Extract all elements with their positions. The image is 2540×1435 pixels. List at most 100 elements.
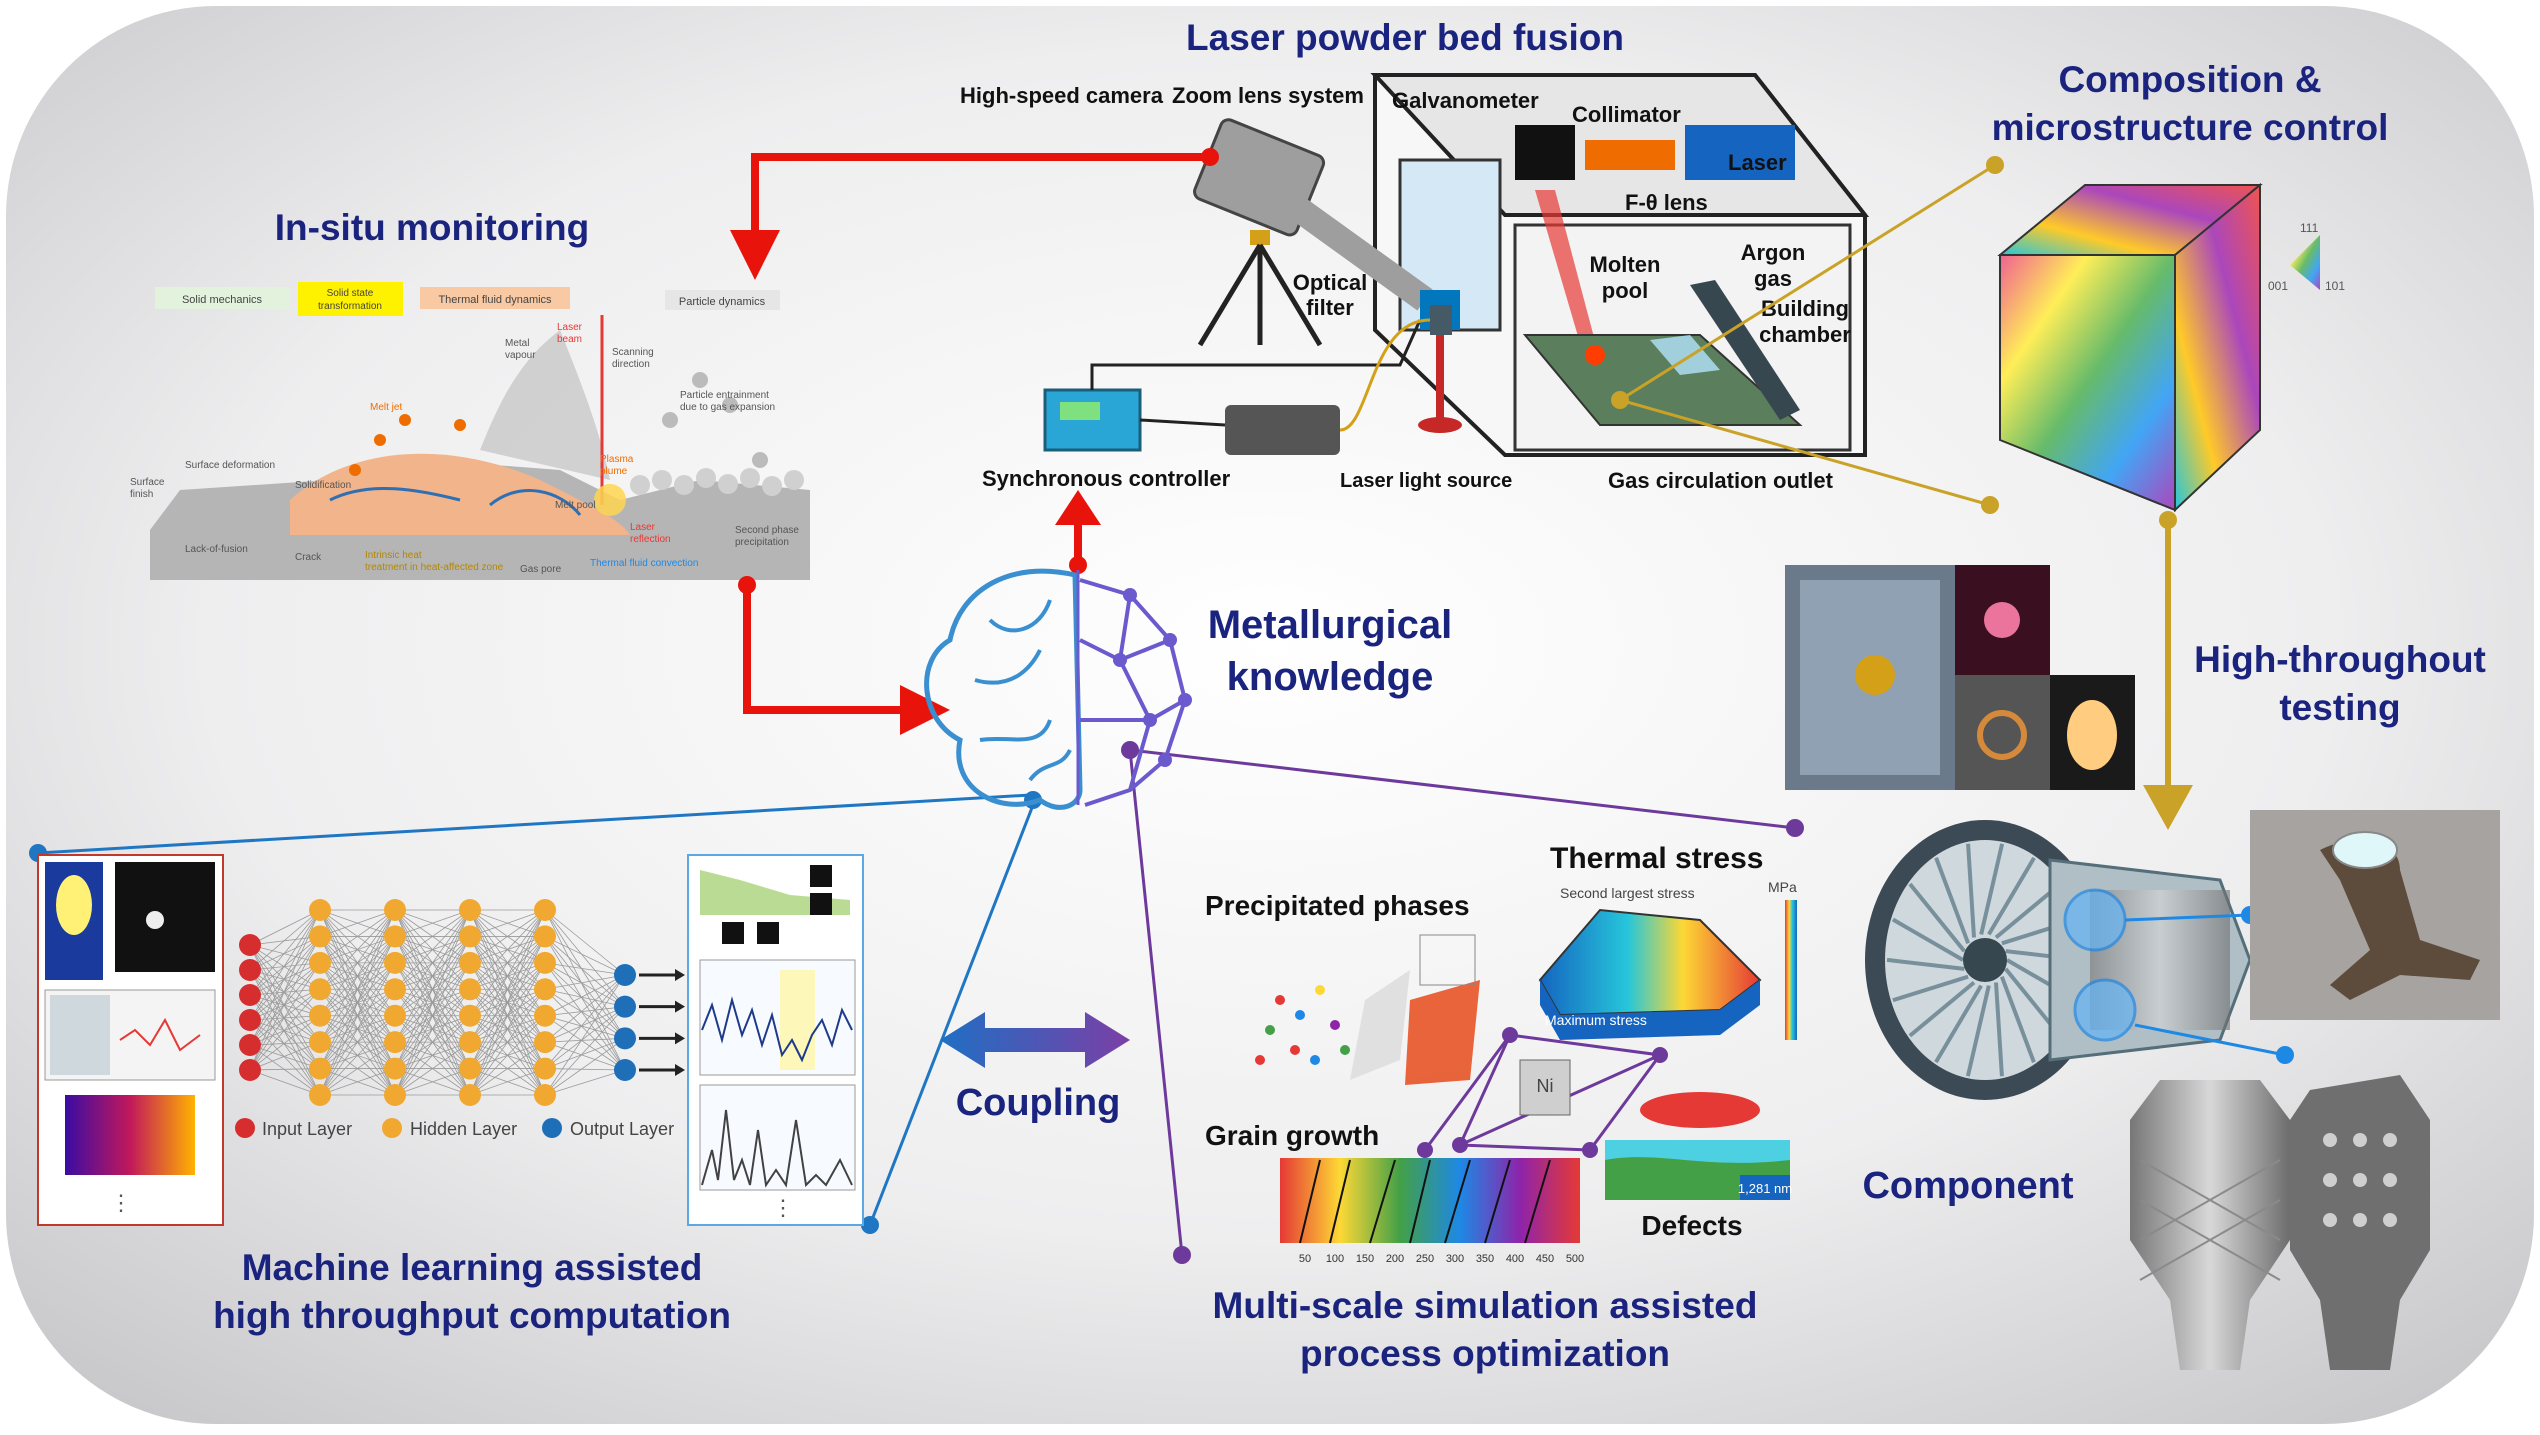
grain-axis-tick-label: 250	[1416, 1253, 1434, 1265]
legend-hidden-label: Hidden Layer	[410, 1119, 517, 1139]
nn-edge	[469, 909, 546, 1096]
laser-unit	[1685, 125, 1795, 180]
nn-node	[459, 1084, 481, 1106]
printed-part-lattice	[2130, 1080, 2290, 1370]
light-source-base	[1418, 417, 1462, 433]
galvanometer-unit	[1515, 125, 1575, 180]
nn-edge	[319, 962, 396, 1096]
engine-blade	[1891, 917, 1965, 962]
tag-solid-state-bg	[298, 282, 403, 316]
nn-edge	[544, 1038, 626, 1096]
purple-dot-sim	[1173, 1246, 1191, 1264]
lbl-reflection-1: Laser	[630, 522, 656, 533]
ml-thumb-thermal-spot	[56, 875, 92, 935]
red-arrowhead-insitu	[730, 230, 780, 280]
grain-axis-tick-label: 50	[1299, 1253, 1311, 1265]
nn-edge	[249, 909, 321, 996]
sim-title-2: process optimization	[1300, 1333, 1670, 1374]
label-laser-light-source: Laser light source	[1340, 470, 1512, 492]
nn-edge	[249, 909, 321, 946]
component-panel: Component	[1862, 810, 2500, 1370]
nn-edge	[319, 989, 396, 1096]
defect-scale-label: 1,281 nm	[1738, 1181, 1792, 1196]
ml-output-spectrum	[701, 1109, 853, 1188]
nn-edge	[544, 1068, 626, 1071]
engine-blade	[1965, 985, 1991, 1077]
gold-arrowhead-component	[2143, 785, 2193, 830]
nn-edge	[544, 936, 626, 976]
gold-line-upper	[1619, 163, 1996, 402]
photo-furnace-glow	[2067, 700, 2117, 770]
nn-edge	[249, 969, 321, 1096]
nn-edge	[544, 988, 626, 1008]
metallurgical-title-1: Metallurgical	[1208, 603, 1453, 647]
nn-edge	[544, 1015, 626, 1071]
optical-filter-body	[1430, 305, 1452, 335]
nn-edge	[394, 909, 471, 990]
nn-edge	[469, 909, 546, 1016]
tag-solid-state-2: transformation	[318, 301, 382, 312]
lbl-entrainment-2: due to gas expansion	[680, 402, 775, 413]
nn-edge	[544, 989, 626, 1071]
nn-edge	[544, 1037, 626, 1043]
nn-output-arrowhead	[675, 1000, 685, 1013]
brain-folds	[974, 599, 1072, 782]
cable-1	[1139, 418, 1226, 427]
purple-line-to-right	[1129, 748, 1796, 830]
lbl-surface-finish-1: Surface	[130, 477, 165, 488]
purple-dot-brain	[1121, 741, 1139, 759]
lbl-reflection-2: reflection	[630, 534, 671, 545]
controller-display	[1060, 402, 1100, 420]
nn-edge	[469, 1068, 546, 1096]
collimator-tube	[1585, 140, 1675, 170]
printed-part-cutaway-holes	[2323, 1133, 2397, 1227]
nn-node	[534, 1057, 556, 1080]
nn-edge	[249, 962, 321, 971]
ml-output-timeseries-frame	[699, 959, 856, 1076]
nn-edge	[249, 969, 321, 1043]
grain-axis-tick-label: 450	[1536, 1253, 1554, 1265]
precipitate-field	[1405, 980, 1480, 1085]
engine-spinner	[1963, 938, 2007, 982]
gold-dot-upper	[1986, 156, 2004, 174]
nn-node	[459, 925, 481, 948]
powder-particles	[630, 372, 804, 496]
brain-illustration: Metallurgical knowledge	[924, 568, 1453, 810]
convection-swirl-2	[489, 489, 582, 516]
nn-node	[384, 1031, 406, 1054]
coupling-label: Coupling	[956, 1082, 1121, 1124]
tag-solid-state-1: Solid state	[327, 288, 374, 299]
label-optical-filter-2: filter	[1306, 295, 1354, 320]
nn-edge	[249, 1044, 321, 1096]
nn-edge	[469, 1041, 546, 1096]
ml-thumb-heatmap	[65, 1095, 195, 1175]
thermal-stress-base	[1540, 980, 1760, 1040]
max-stress-label: Maximum stress	[1545, 1012, 1647, 1028]
nn-edge	[469, 909, 546, 1069]
nn-edge	[249, 994, 321, 1096]
nn-node	[614, 1059, 636, 1081]
zoom-lens	[1292, 199, 1433, 311]
nn-edge	[544, 909, 626, 976]
engine-blade	[1886, 957, 1965, 971]
nn-edge	[249, 936, 321, 1071]
ml-ellipsis-right: ⋮	[772, 1195, 794, 1220]
nn-edge	[249, 1041, 321, 1071]
lbl-solidification: Solidification	[295, 480, 351, 491]
tag-particle-dynamics-bg	[665, 290, 780, 310]
nn-edge	[249, 1019, 321, 1043]
nn-edge	[249, 1015, 321, 1046]
precipitated-label: Precipitated phases	[1205, 890, 1470, 921]
ml-panel: ⋮ Input Layer Hidden Layer Output Layer …	[37, 854, 864, 1336]
laser-beam	[1535, 190, 1600, 360]
testing-photos: High-throughout testing	[1785, 565, 2486, 790]
printed-part-lattice-pattern	[2139, 1159, 2281, 1281]
lbl-convection: Thermal fluid convection	[590, 558, 698, 569]
nn-edge	[249, 994, 321, 1017]
lbl-second-phase-2: precipitation	[735, 537, 789, 548]
tripod-leg-left	[1197, 243, 1263, 347]
nn-edge	[249, 909, 321, 1021]
engine-blade	[1934, 984, 1983, 1064]
label-zoom-lens: Zoom lens system	[1172, 83, 1364, 108]
engine-blade	[1892, 974, 1969, 1003]
